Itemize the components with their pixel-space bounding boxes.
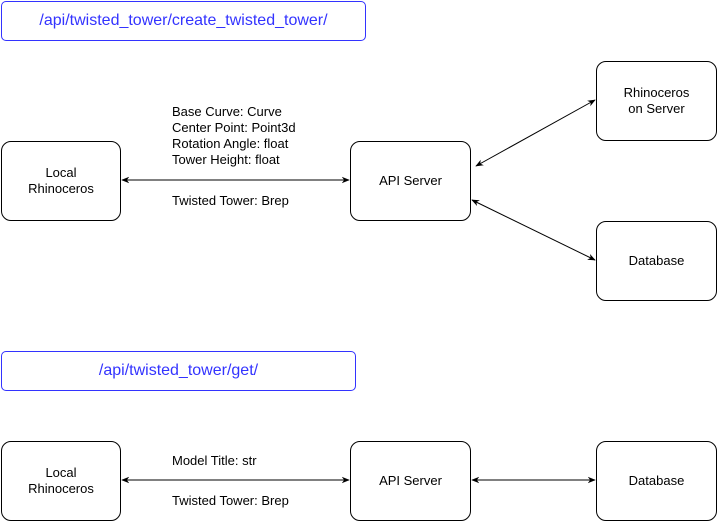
api-server-box-get: API Server: [350, 441, 471, 521]
local-rhinoceros-box-get: Local Rhinoceros: [1, 441, 121, 521]
get-input-label: Model Title: str: [172, 453, 257, 468]
local-rhinoceros-box-create: Local Rhinoceros: [1, 141, 121, 221]
create-input-label-4: Tower Height: float: [172, 152, 280, 167]
create-input-label-2: Center Point: Point3d: [172, 120, 296, 135]
endpoint-get-label: /api/twisted_tower/get/: [1, 351, 356, 391]
create-input-label-1: Base Curve: Curve: [172, 104, 282, 119]
endpoint-create-label: /api/twisted_tower/create_twisted_tower/: [1, 1, 366, 41]
get-output-label: Twisted Tower: Brep: [172, 493, 289, 508]
api-server-box-create: API Server: [350, 141, 471, 221]
arrow-api-rhino-server: [475, 99, 596, 167]
create-output-label: Twisted Tower: Brep: [172, 193, 289, 208]
database-box-get: Database: [596, 441, 717, 521]
create-input-label-3: Rotation Angle: float: [172, 136, 289, 151]
database-box-create: Database: [596, 221, 717, 301]
rhinoceros-server-box: Rhinoceros on Server: [596, 61, 717, 141]
arrow-api-database-create: [471, 199, 596, 261]
